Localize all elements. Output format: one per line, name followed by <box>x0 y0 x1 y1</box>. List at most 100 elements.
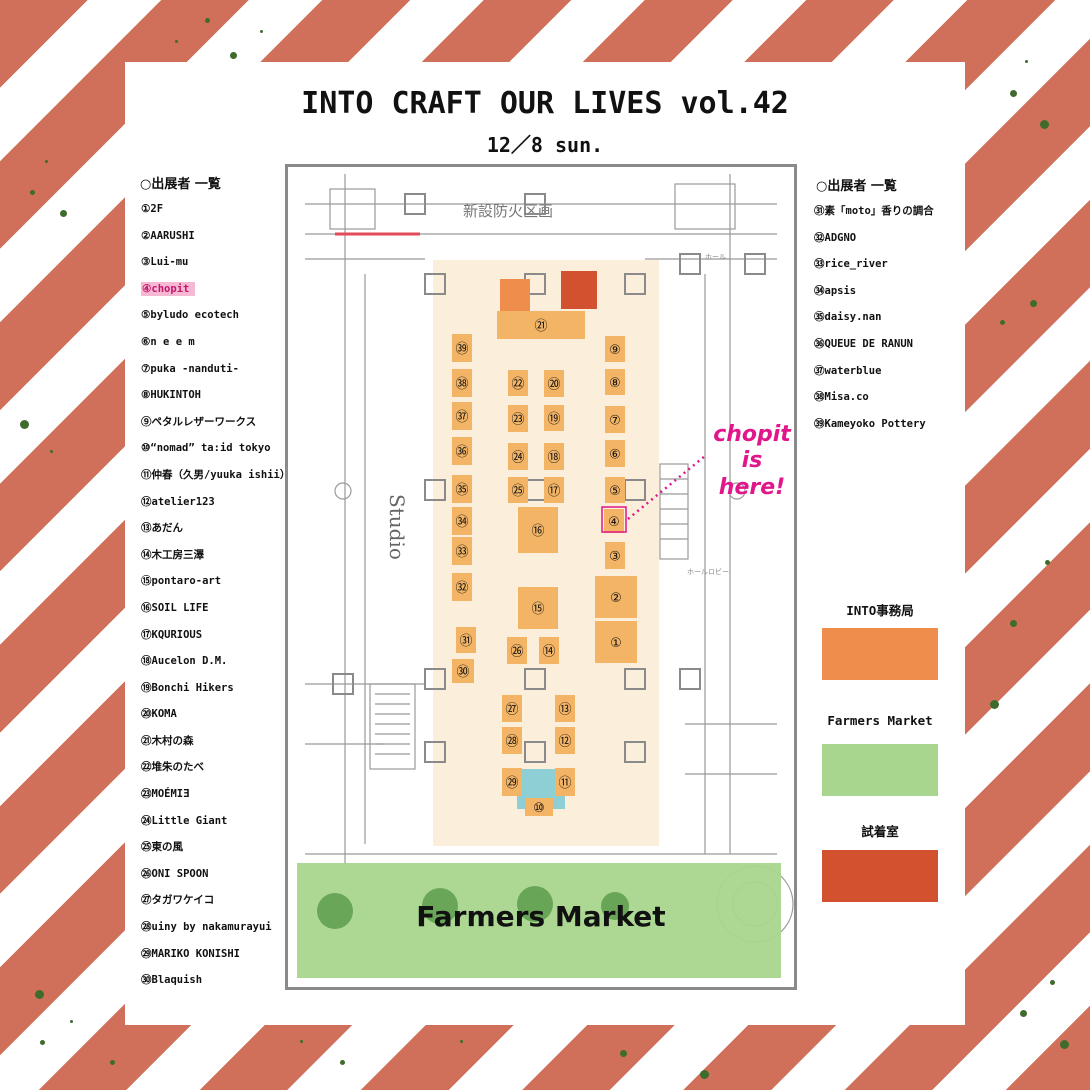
booth-number-28: ㉘ <box>505 735 518 750</box>
plan-label-hall: ホール <box>705 253 726 261</box>
exhibitor-name: ㉝rice_river <box>814 258 888 271</box>
booth-37 <box>452 402 472 430</box>
booth-30 <box>452 659 474 683</box>
paint-speck <box>340 1060 345 1065</box>
exhibitor-item: ㉓MOÉMIƎ <box>141 784 290 811</box>
booth-1 <box>595 621 637 663</box>
booth-number-19: ⑲ <box>547 412 560 427</box>
booth-4 <box>604 509 624 533</box>
exhibitor-item: ㊳Misa.co <box>814 387 934 414</box>
legend-swatch-into-office <box>822 628 938 680</box>
paint-speck <box>1010 620 1017 627</box>
exhibitor-item: ㉑木村の森 <box>141 731 290 758</box>
pillar <box>424 273 446 295</box>
booth-6 <box>605 440 625 467</box>
exhibitor-name: ㉞apsis <box>814 284 857 297</box>
callout-line-3: here! <box>719 475 785 500</box>
exhibitor-name: ⑯SOIL LIFE <box>141 601 209 614</box>
legend-label-farmers-market: Farmers Market <box>827 713 933 728</box>
legend-label-fitting-room: 試着室 <box>861 824 899 839</box>
venue-floor-plan: 新設防火区画 Studio ホール ホールロビー ①②③④⑤⑥⑦⑧⑨⑩⑪⑫⑬⑭⑮… <box>285 164 797 990</box>
paint-speck <box>300 1040 303 1043</box>
booth-number-31: ㉛ <box>459 634 472 649</box>
booth-13 <box>555 695 575 722</box>
booth-20 <box>544 370 564 397</box>
pillar <box>404 193 426 215</box>
plan-label-fire-zone: 新設防火区画 <box>463 202 553 220</box>
exhibitor-item: ③Lui-mu <box>141 252 290 279</box>
booth-number-14: ⑭ <box>542 645 555 660</box>
paint-speck <box>260 30 263 33</box>
pillar <box>624 741 646 763</box>
booth-36 <box>452 437 472 465</box>
exhibitor-item: ①2F <box>141 199 290 226</box>
exhibitor-item: ④chopit <box>141 279 290 306</box>
booth-16 <box>518 507 558 553</box>
paint-speck <box>45 160 48 163</box>
exhibitor-item: ⑥n e e m <box>141 332 290 359</box>
booth-number-27: ㉗ <box>505 703 518 718</box>
paint-speck <box>35 990 44 999</box>
callout-line-1: chopit <box>713 422 792 447</box>
pillar <box>524 193 546 215</box>
exhibitor-item: ㉚Blaquish <box>141 970 290 997</box>
exhibitor-name: ⑥n e e m <box>141 335 195 348</box>
paint-speck <box>60 210 67 217</box>
booth-number-18: ⑱ <box>547 451 560 466</box>
paint-speck <box>20 420 29 429</box>
exhibitor-name: ⑨ペタルレザーワークス <box>141 415 257 428</box>
booth-number-8: ⑧ <box>609 376 621 391</box>
booth-number-35: ㉟ <box>455 483 468 498</box>
booth-12 <box>555 727 575 754</box>
exhibitor-name: ⑤byludo ecotech <box>141 309 239 322</box>
paint-speck <box>700 1070 709 1079</box>
exhibitor-item: ㊲waterblue <box>814 361 934 388</box>
booth-39 <box>452 334 472 362</box>
pillar <box>679 253 701 275</box>
booth-number-36: ㊱ <box>455 445 468 460</box>
booth-7 <box>605 406 625 433</box>
exhibitor-name: ㉘uiny by nakamurayui <box>141 921 272 934</box>
booth-number-9: ⑨ <box>609 343 621 358</box>
exhibitor-item: ⑪仲春（久男/yuuka ishii） <box>141 465 290 492</box>
booth-number-12: ⑫ <box>558 735 571 750</box>
exhibitor-name: ①2F <box>141 203 164 215</box>
exhibitor-name: ㉑木村の森 <box>141 734 194 747</box>
exhibitor-item: ⑯SOIL LIFE <box>141 598 290 625</box>
booth-number-17: ⑰ <box>547 484 560 499</box>
booth-number-24: ㉔ <box>511 451 524 466</box>
booth-5 <box>605 477 625 503</box>
exhibitor-name: ④chopit <box>141 281 196 296</box>
booth-number-5: ⑤ <box>609 484 621 499</box>
pillar <box>332 673 354 695</box>
exhibitor-list-left: ①2F ②AARUSHI ③Lui-mu ④chopit ⑤byludo ecotech… <box>141 199 290 997</box>
booth-number-21: ㉑ <box>534 319 547 334</box>
exhibitor-item: ㉝rice_river <box>814 254 934 281</box>
booth-number-11: ⑪ <box>558 776 571 791</box>
exhibitor-name: ②AARUSHI <box>141 229 195 242</box>
exhibitor-item: ⑭木工房三澤 <box>141 545 290 572</box>
legend-swatch-fitting-room <box>822 850 938 902</box>
booth-11 <box>555 768 575 796</box>
plan-label-studio: Studio <box>385 494 409 560</box>
paint-speck <box>40 1040 45 1045</box>
booth-8 <box>605 369 625 395</box>
exhibitor-list-heading-right: ○出展者 一覧 <box>816 179 897 194</box>
booth-19 <box>544 405 564 431</box>
booth-25 <box>508 477 528 503</box>
paint-speck <box>460 1040 463 1043</box>
pillar <box>524 741 546 763</box>
exhibitor-name: ㉛素「moto」香りの調合 <box>814 205 934 217</box>
booth-number-23: ㉓ <box>511 413 524 428</box>
booth-9 <box>605 336 625 362</box>
exhibitor-name: ⑫atelier123 <box>141 495 215 508</box>
exhibitor-name: ㉓MOÉMIƎ <box>141 788 190 801</box>
paint-speck <box>230 52 237 59</box>
booth-23 <box>508 405 528 432</box>
pillar <box>424 668 446 690</box>
exhibitor-item: ㉙MARIKO KONISHI <box>141 944 290 971</box>
exhibitor-item: ㉛素「moto」香りの調合 <box>814 201 934 228</box>
into-office-booth <box>500 279 530 312</box>
plan-label-hall-lobby: ホールロビー <box>687 567 729 576</box>
